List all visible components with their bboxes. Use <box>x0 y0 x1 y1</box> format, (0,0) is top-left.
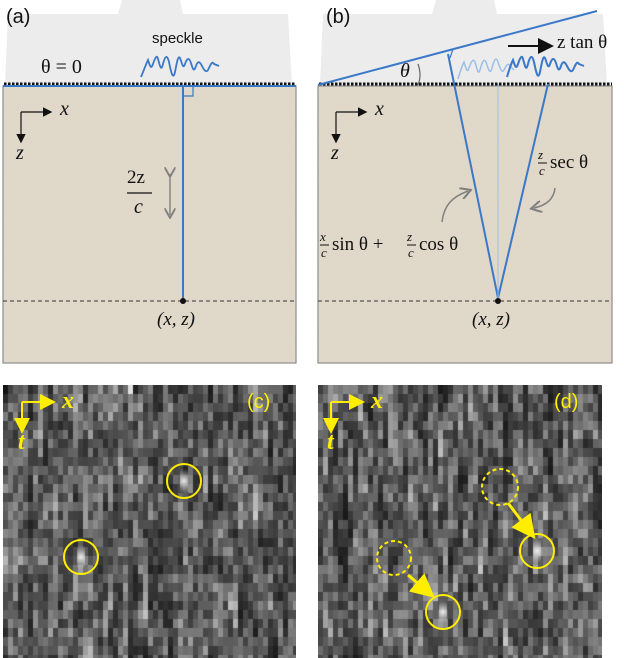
panel-b-label: (b) <box>326 6 351 28</box>
right-angle-marker <box>183 87 194 97</box>
axis-x-label: x <box>60 98 69 120</box>
return-den: c <box>539 163 545 178</box>
transmit-num2: z <box>407 229 413 244</box>
target-circle <box>425 594 461 630</box>
shift-label: z tan θ <box>557 32 608 53</box>
target-point <box>495 298 501 304</box>
panel-d-speckle-image: x t (d) <box>318 385 602 658</box>
theta-arc <box>417 63 421 86</box>
speckle-noise-image <box>3 385 296 658</box>
panel-d-overlay <box>323 394 555 630</box>
axis-x-label: x <box>62 388 74 414</box>
return-path <box>497 83 549 299</box>
transmit-path <box>447 53 499 299</box>
target-point-label: (x, z) <box>157 309 195 330</box>
speckle-original <box>457 58 515 80</box>
return-annotation-arrow <box>534 187 556 208</box>
return-rest: sec θ <box>550 152 589 173</box>
panel-a-label: (a) <box>6 6 31 28</box>
speckle-waveform <box>140 55 220 78</box>
axis-t-label: t <box>327 429 334 455</box>
axis-z-label: z <box>331 142 339 164</box>
axis-z-label: z <box>16 142 24 164</box>
transmit-mid: sin θ + <box>332 234 384 255</box>
speckle-label: speckle <box>152 30 203 47</box>
speckle-shifted <box>506 55 585 78</box>
original-position-circle <box>376 540 412 576</box>
target-point-label: (x, z) <box>472 309 510 330</box>
transmit-num1: x <box>320 229 326 244</box>
target-circle <box>166 463 202 499</box>
axis-x-label: x <box>371 388 383 414</box>
panel-c-label: (c) <box>247 391 271 413</box>
panel-c-overlay <box>14 394 202 575</box>
axis-t-label: t <box>18 429 25 455</box>
delay-denominator: c <box>134 196 143 218</box>
original-position-circle <box>481 468 519 506</box>
motion-arrow <box>407 573 435 598</box>
tilted-wavefront <box>317 10 598 86</box>
panel-c-speckle-image: x t (c) <box>3 385 296 658</box>
delay-numerator: 2z <box>127 167 145 188</box>
transmit-annotation-arrow <box>441 191 468 223</box>
theta-label: θ <box>400 60 410 82</box>
transmit-den2: c <box>408 245 414 260</box>
target-circle <box>519 533 555 569</box>
target-point <box>180 298 186 304</box>
motion-arrow <box>506 502 536 540</box>
return-num: z <box>538 147 544 162</box>
probe-housing <box>5 0 292 85</box>
right-angle-marker <box>442 48 454 59</box>
theta-zero-label: θ = 0 <box>41 56 82 78</box>
panel-d-label: (d) <box>554 391 579 413</box>
axis-x-label: x <box>375 98 384 120</box>
panel-a-plane-wave-diagram: (a) speckle θ = 0 x z 2z c (x, z) <box>0 0 310 370</box>
transmit-den1: c <box>321 245 327 260</box>
transmit-rest: cos θ <box>419 234 459 255</box>
target-circle <box>63 539 99 575</box>
panel-b-tilted-wave-diagram: (b) z tan θ θ x z z c sec θ x c sin θ + … <box>310 0 624 370</box>
